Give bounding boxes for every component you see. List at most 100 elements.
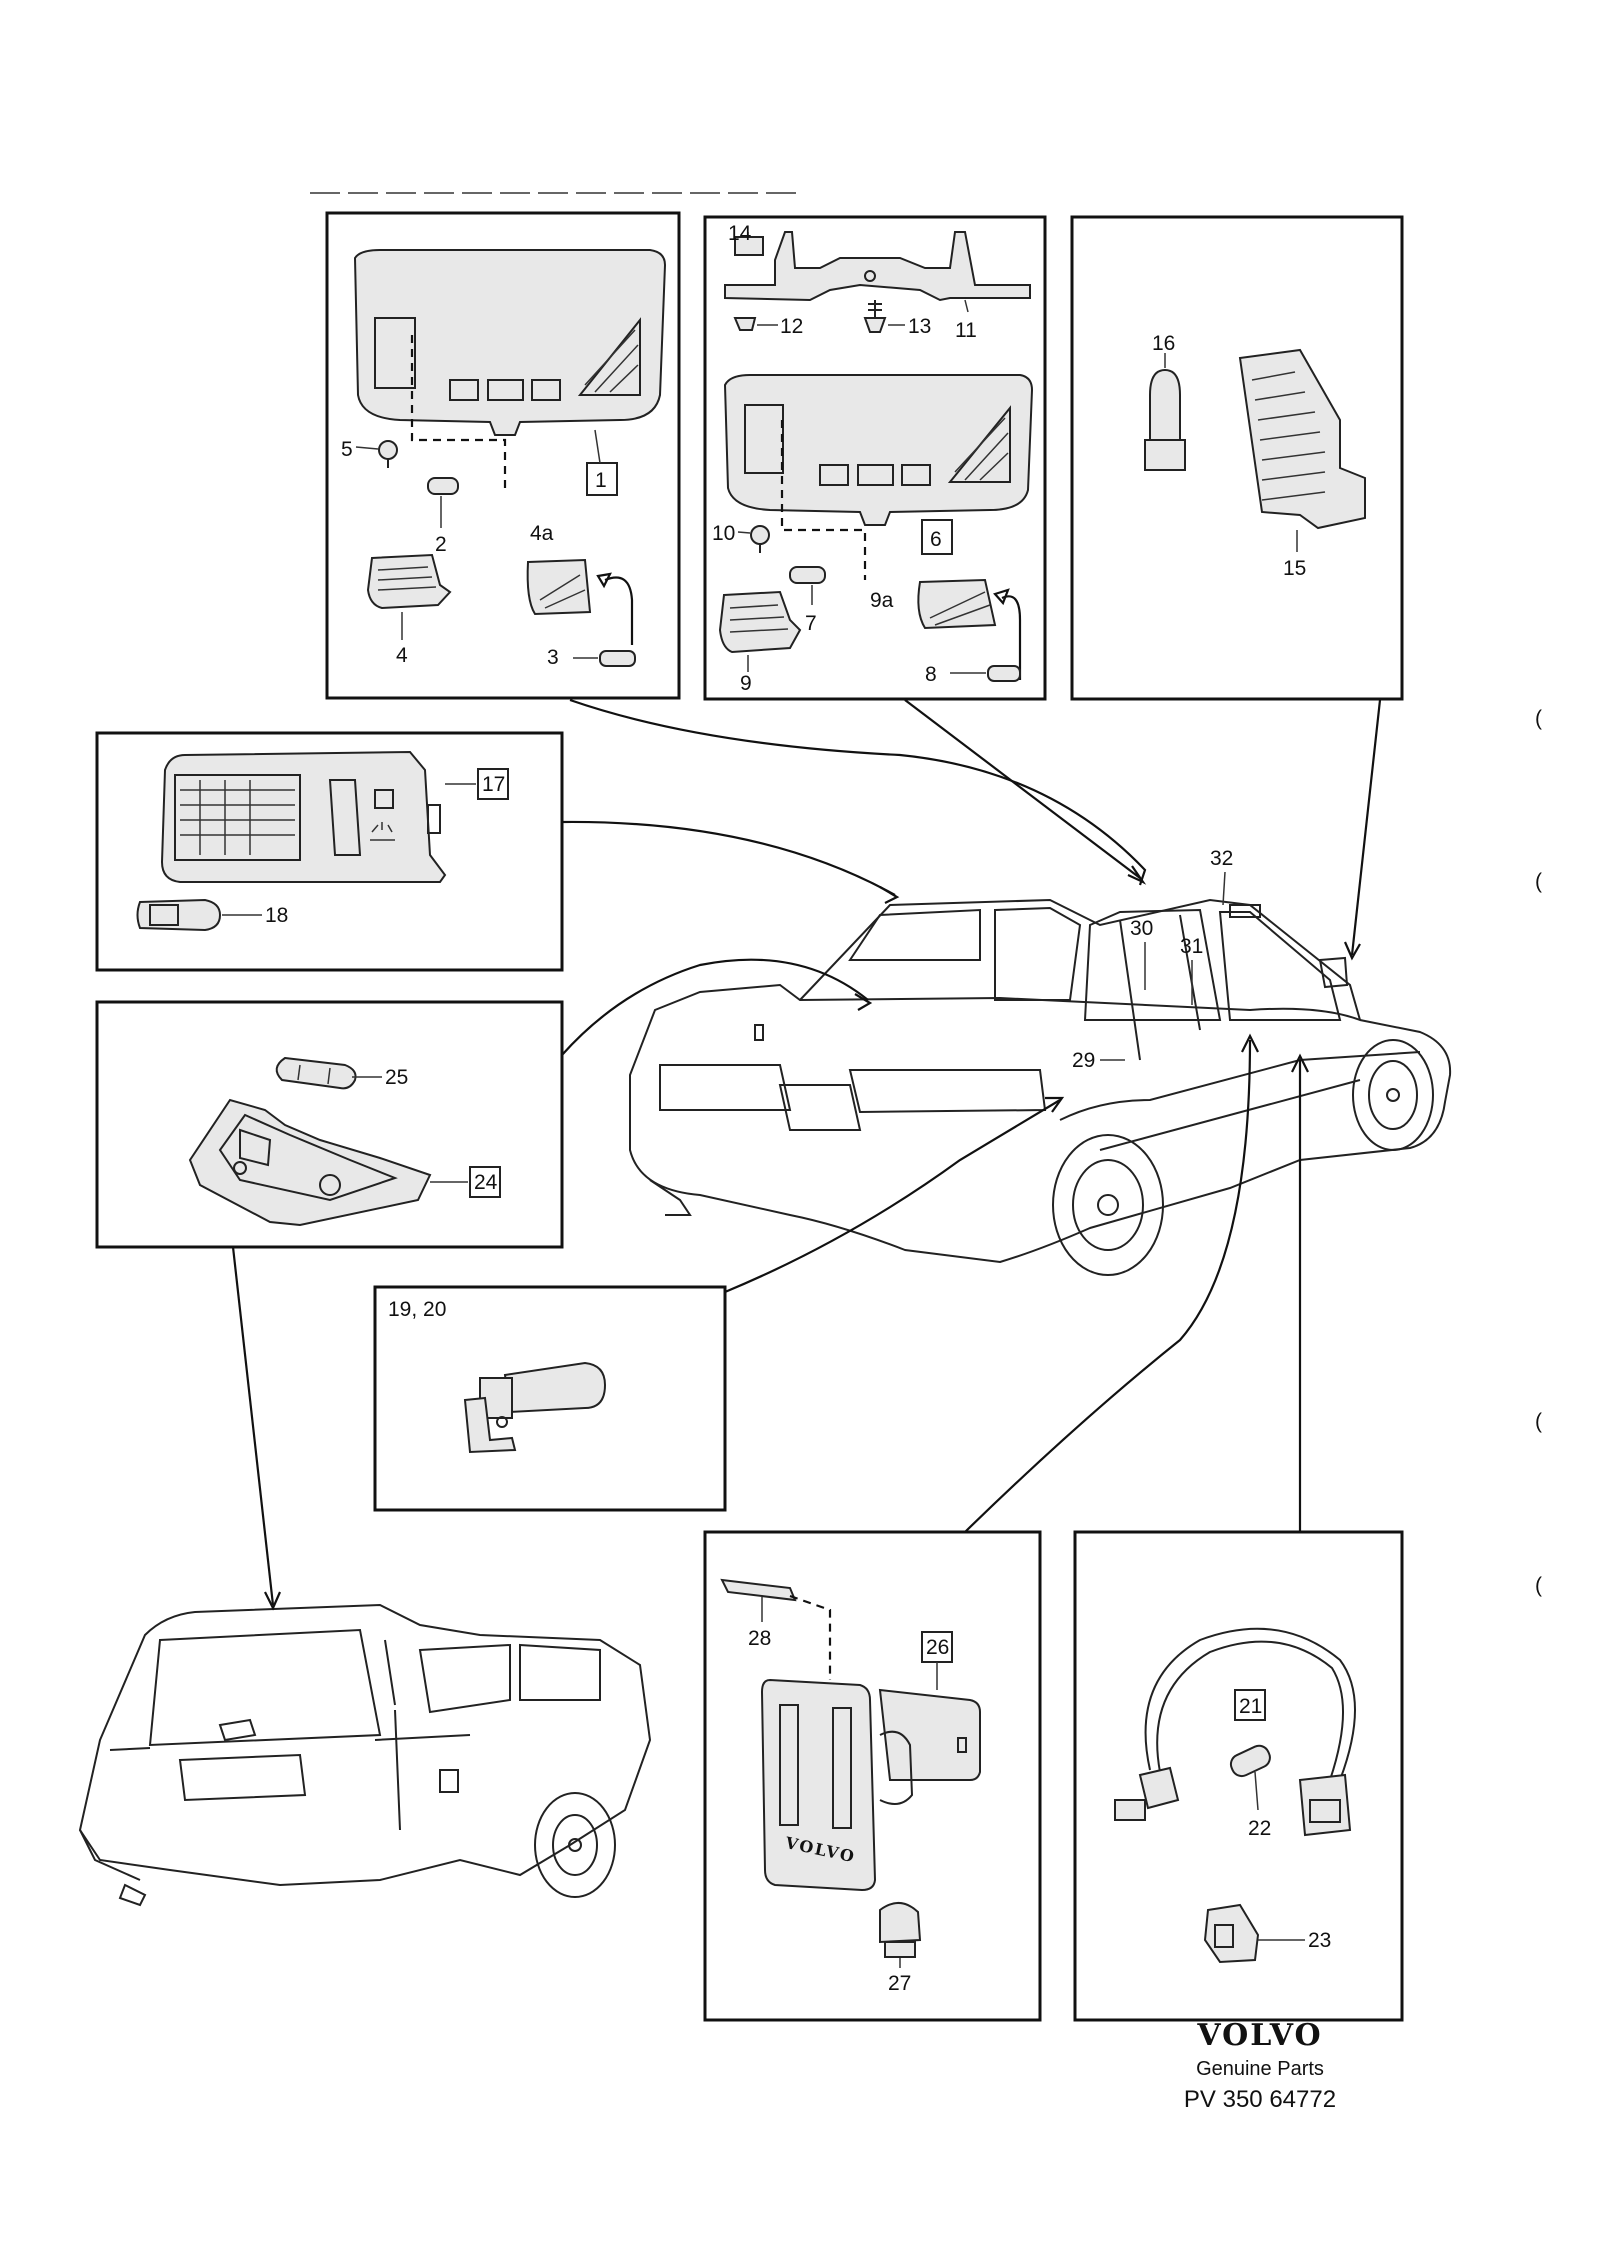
leader-10 — [737, 531, 751, 534]
margin-mark: ( — [1535, 870, 1542, 893]
bulb-18 — [136, 898, 222, 932]
arrowhead-26 — [1241, 1033, 1259, 1053]
label-27: 27 — [888, 1972, 911, 1995]
box-24 — [469, 1166, 501, 1198]
clip-12 — [733, 317, 757, 331]
label-32: 32 — [1210, 847, 1233, 870]
arrowhead-19-20 — [1045, 1096, 1065, 1113]
connector-26-to-car — [964, 1039, 1252, 1533]
leader-5 — [355, 446, 379, 450]
arrow-4a — [604, 576, 634, 645]
screw-10 — [750, 525, 770, 553]
label-2: 2 — [435, 533, 447, 556]
label-10: 10 — [712, 522, 735, 545]
label-13: 13 — [908, 315, 931, 338]
margin-mark: ( — [1535, 1410, 1542, 1433]
margin-mark: ( — [1535, 707, 1542, 730]
connector-15-to-car — [1350, 699, 1382, 956]
label-4: 4 — [396, 644, 408, 667]
arrowhead-24 — [854, 993, 873, 1011]
label-25: 25 — [385, 1066, 408, 1089]
label-1: 1 — [595, 469, 607, 492]
label-21: 21 — [1239, 1695, 1262, 1718]
lamp-17 — [160, 750, 447, 883]
connector-6-to-car — [904, 699, 1141, 879]
courtesy-lamp-housing-6 — [723, 374, 1034, 526]
label-26: 26 — [926, 1636, 949, 1659]
courtesy-lamp-housing-1 — [353, 249, 667, 436]
leader-32 — [1222, 871, 1226, 906]
label-8: 8 — [925, 663, 937, 686]
label-30: 30 — [1130, 917, 1153, 940]
lens-4 — [366, 553, 452, 610]
connector-17-to-car — [561, 820, 896, 896]
screw-5 — [378, 440, 398, 468]
label-28: 28 — [748, 1627, 771, 1650]
label-16: 16 — [1152, 332, 1175, 355]
connector-19-20-to-car — [724, 1099, 1061, 1294]
box-6 — [921, 519, 953, 555]
label-17: 17 — [482, 773, 505, 796]
screw-13 — [863, 300, 887, 333]
label-9: 9 — [740, 672, 752, 695]
label-4a: 4a — [530, 522, 554, 545]
label-14: 14 — [728, 222, 752, 245]
sedan-car-illustration — [629, 898, 1452, 1276]
lens-9 — [718, 590, 802, 654]
arrowhead-9a — [993, 588, 1010, 606]
bulb-16 — [1144, 368, 1186, 471]
label-15: 15 — [1283, 557, 1306, 580]
lamp-24 — [188, 1098, 432, 1227]
clip-14 — [734, 236, 764, 256]
leader-dash-6 — [780, 420, 867, 580]
label-24: 24 — [474, 1171, 498, 1194]
leader-1 — [594, 429, 601, 464]
label-22: 22 — [1248, 1817, 1271, 1840]
arrowhead-17 — [879, 886, 900, 904]
estate-car-illustration — [78, 1603, 652, 1907]
lamp-15 — [1238, 348, 1366, 530]
wiring-harness-21 — [1114, 1627, 1356, 1837]
footer-part-number: PV 350 64772 — [1184, 2086, 1336, 2113]
lens-9a — [917, 578, 997, 630]
lamp-26 — [760, 1678, 981, 1892]
leader-dash-28 — [789, 1594, 832, 1680]
connector-1-to-car — [569, 698, 1147, 886]
bracket-11 — [724, 231, 1031, 302]
door-switch-19-20 — [463, 1361, 607, 1454]
connector-24-to-estate — [231, 1246, 275, 1606]
label-23: 23 — [1308, 1929, 1331, 1952]
arrowhead-15 — [1343, 941, 1361, 961]
bulb-27 — [879, 1902, 922, 1958]
margin-mark: ( — [1535, 1574, 1542, 1597]
label-18: 18 — [265, 904, 288, 927]
box-1 — [586, 462, 618, 496]
label-5: 5 — [341, 438, 353, 461]
bulb-3 — [599, 650, 636, 667]
label-31: 31 — [1180, 935, 1203, 958]
switch-23 — [1203, 1903, 1260, 1964]
label-6: 6 — [930, 528, 942, 551]
arrowhead-estate — [264, 1591, 282, 1611]
panel-lamp-15 — [1070, 215, 1404, 701]
bulb-8 — [987, 665, 1021, 682]
bulb-25 — [275, 1056, 357, 1090]
arrowhead-roof — [1127, 865, 1147, 885]
connector-24-to-car — [561, 958, 869, 1056]
leader-11 — [964, 299, 969, 313]
leader-22 — [1254, 1771, 1259, 1811]
label-29: 29 — [1072, 1049, 1095, 1072]
label-3: 3 — [547, 646, 559, 669]
brand-logo: VOLVO — [1196, 2018, 1322, 2053]
arrowhead-21 — [1291, 1053, 1309, 1073]
box-21 — [1234, 1689, 1266, 1721]
label-7: 7 — [805, 612, 817, 635]
label-11: 11 — [955, 319, 977, 342]
footer-genuine-parts: Genuine Parts — [1196, 2058, 1324, 2080]
lens-4a — [526, 558, 592, 616]
bulb-22 — [1229, 1744, 1271, 1778]
label-12: 12 — [780, 315, 803, 338]
label-19-20: 19, 20 — [388, 1298, 446, 1321]
label-9a: 9a — [870, 589, 894, 612]
